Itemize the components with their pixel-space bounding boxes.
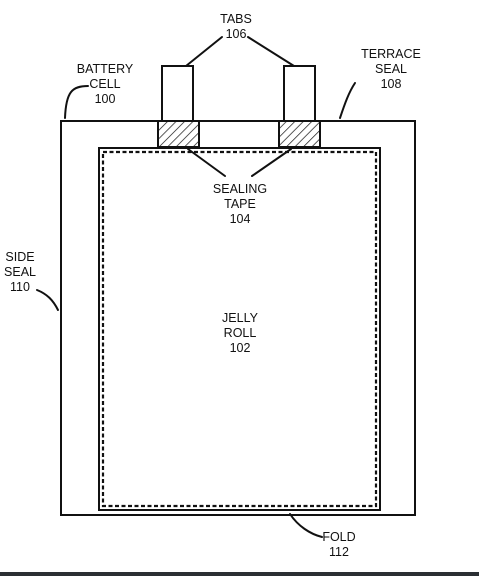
tabs-leader-left [185,36,223,67]
bottom-bar [0,572,479,576]
jelly-roll-outline [98,147,381,511]
sealing-tape-leader-left [187,148,226,177]
tab-right [283,65,316,122]
sealing-tape-leader-right [251,148,292,177]
terrace-seal-leader [339,82,356,119]
battery-cell-leader [64,85,89,119]
tabs-leader-right [247,36,295,67]
side-seal-leader [36,289,59,311]
pouch-outline [60,120,416,516]
sealing-tape-right [278,120,321,148]
sealing-tape-left [157,120,200,148]
jelly-roll-dashed-outline [101,150,378,508]
fold-leader [289,513,323,538]
tab-left [161,65,194,122]
